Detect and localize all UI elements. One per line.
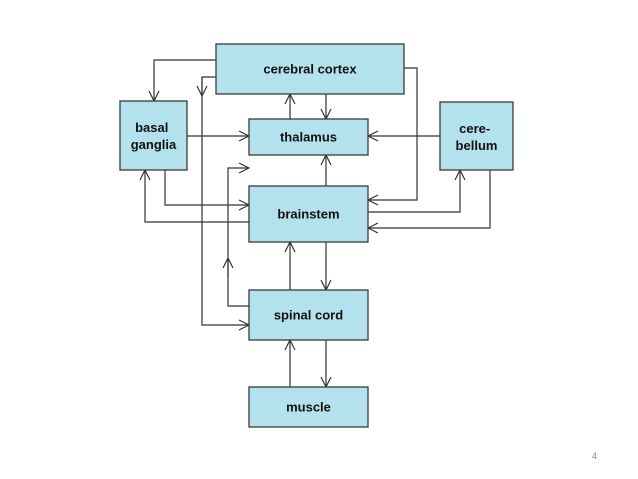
- arrow-cortex-to-spinal-cord: [201, 76, 249, 325]
- node-label-line-2: bellum: [456, 138, 498, 153]
- node-basal-ganglia: basal ganglia: [119, 100, 188, 171]
- page-number: 4: [592, 451, 598, 461]
- arrow-cortex-to-basal-ganglia: [154, 59, 216, 101]
- node-label-line-2: ganglia: [131, 137, 177, 152]
- arrow-spinal-cord-to-thalamus: [227, 168, 249, 307]
- svg-text:basal ganglia: basal ganglia: [131, 120, 177, 152]
- arrow-brainstem-to-basal-ganglia: [145, 170, 249, 223]
- node-label-line-1: basal: [135, 120, 168, 135]
- node-thalamus: thalamus: [248, 118, 369, 156]
- node-label-line-1: cere-: [459, 121, 490, 136]
- node-label: muscle: [286, 400, 331, 415]
- node-cerebral-cortex: cerebral cortex: [215, 43, 405, 95]
- node-label: thalamus: [280, 130, 337, 145]
- node-cerebellum: cere- bellum: [439, 101, 514, 171]
- svg-text:cere- bellum: cere- bellum: [456, 121, 498, 153]
- arrow-cerebellum-to-brainstem: [368, 170, 491, 228]
- connections: [145, 59, 491, 387]
- arrow-basal-ganglia-to-brainstem: [164, 170, 249, 205]
- arrow-cortex-to-brainstem: [368, 67, 418, 200]
- node-label: cerebral cortex: [263, 62, 357, 77]
- node-brainstem: brainstem: [248, 185, 369, 243]
- node-muscle: muscle: [248, 386, 369, 428]
- node-label: spinal cord: [274, 308, 343, 323]
- arrow-brainstem-to-cerebellum: [368, 170, 460, 213]
- node-spinal-cord: spinal cord: [248, 289, 369, 341]
- node-label: brainstem: [277, 207, 339, 222]
